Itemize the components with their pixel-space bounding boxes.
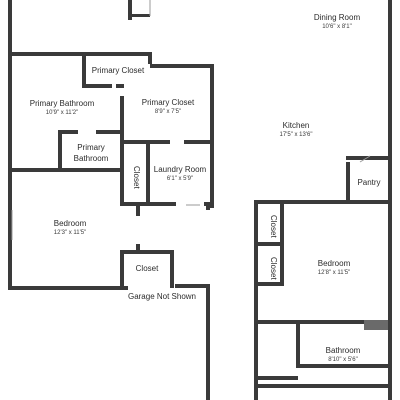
room-dimensions: 10'6" x 8'1" xyxy=(322,24,352,30)
wall xyxy=(184,140,214,144)
room-name: Closet xyxy=(135,264,159,273)
wall xyxy=(296,320,300,368)
room-primary-closet-top: Primary Closet xyxy=(86,66,150,76)
room-primary-bathroom-small: Primary Bathroom xyxy=(62,142,120,164)
room-bedroom-left: Bedroom 12'3" x 11'5" xyxy=(24,219,116,237)
door-swing xyxy=(359,155,371,163)
wall xyxy=(82,52,152,56)
wall xyxy=(82,84,112,88)
wall xyxy=(296,364,388,368)
room-dimensions: 8'10" x 5'6" xyxy=(328,357,358,363)
wall xyxy=(136,244,140,254)
wall xyxy=(258,320,388,324)
wall xyxy=(254,200,388,204)
wall xyxy=(364,320,388,330)
wall xyxy=(136,206,140,216)
room-dining: Dining Room 10'6" x 8'1" xyxy=(282,13,392,31)
room-name: Kitchen xyxy=(282,121,310,130)
room-closet-right-bottom: Closet xyxy=(266,254,278,282)
room-bedroom-right: Bedroom 12'8" x 11'5" xyxy=(292,259,376,277)
room-name: Bedroom xyxy=(53,219,87,228)
wall xyxy=(120,202,176,206)
room-name: Bathroom xyxy=(325,346,361,355)
room-name: Dining Room xyxy=(313,13,361,22)
wall xyxy=(8,286,128,290)
room-name: Primary Closet xyxy=(141,98,195,107)
wall xyxy=(150,64,214,68)
wall xyxy=(82,52,86,88)
wall xyxy=(254,200,258,400)
wall xyxy=(388,0,392,400)
room-name: Primary Bathroom xyxy=(73,143,109,163)
room-closet-laundry: Closet xyxy=(127,160,141,194)
wall xyxy=(148,52,152,64)
room-name: Pantry xyxy=(357,178,381,187)
wall xyxy=(175,284,210,288)
wall xyxy=(96,130,124,134)
wall xyxy=(206,284,210,400)
wall xyxy=(254,242,284,246)
room-name: Bedroom xyxy=(317,259,351,268)
room-name: Laundry Room xyxy=(153,165,207,174)
room-primary-bathroom: Primary Bathroom 10'9" x 11'2" xyxy=(14,99,110,117)
wall xyxy=(58,130,78,134)
room-closet-left: Closet xyxy=(124,264,170,274)
wall xyxy=(120,140,170,144)
wall xyxy=(206,202,210,210)
wall xyxy=(8,0,12,290)
room-laundry: Laundry Room 6'1" x 5'9" xyxy=(150,165,210,183)
room-dimensions: 17'5" x 13'6" xyxy=(279,132,313,138)
room-closet-right-top: Closet xyxy=(266,212,278,240)
wall xyxy=(146,140,150,206)
room-dimensions: 10'9" x 11'2" xyxy=(45,110,79,116)
room-primary-closet: Primary Closet 8'9" x 7'5" xyxy=(126,98,210,116)
wall xyxy=(254,282,284,286)
wall xyxy=(120,250,174,254)
wall xyxy=(346,162,350,204)
wall xyxy=(8,168,124,172)
room-name: Closet xyxy=(269,256,278,280)
room-name: Closet xyxy=(132,165,141,189)
wall xyxy=(170,250,174,288)
wall xyxy=(120,96,124,206)
room-pantry: Pantry xyxy=(350,178,388,188)
wall xyxy=(120,250,124,288)
wall xyxy=(116,84,124,88)
room-name: Primary Closet xyxy=(91,66,145,75)
room-dimensions: 6'1" x 5'9" xyxy=(166,176,194,182)
room-name: Closet xyxy=(269,214,278,238)
room-kitchen: Kitchen 17'5" x 13'6" xyxy=(246,121,346,139)
wall xyxy=(8,52,83,56)
room-dimensions: 12'3" x 11'5" xyxy=(53,230,87,236)
wall xyxy=(258,384,388,388)
room-bathroom: Bathroom 8'10" x 5'6" xyxy=(300,346,386,364)
wall xyxy=(258,376,298,380)
room-name: Primary Bathroom xyxy=(29,99,95,108)
wall xyxy=(58,130,62,170)
room-dimensions: 8'9" x 7'5" xyxy=(154,109,182,115)
note-text: Garage Not Shown xyxy=(127,292,197,301)
wall xyxy=(210,64,214,208)
wall xyxy=(280,204,284,284)
note-garage: Garage Not Shown xyxy=(110,292,214,302)
wall xyxy=(128,0,132,20)
wall xyxy=(132,14,150,17)
room-dimensions: 12'8" x 11'5" xyxy=(317,270,351,276)
